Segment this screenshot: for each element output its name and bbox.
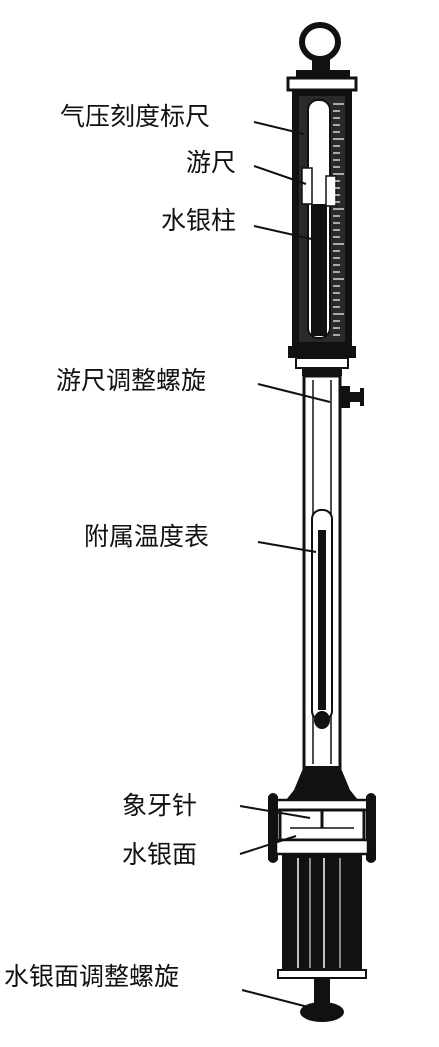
label-vernier: 游尺 [186, 148, 237, 177]
leader-vernier [253, 165, 307, 185]
cistern-top [274, 766, 370, 812]
leader-surface-screw [241, 989, 313, 1009]
label-ivory-needle: 象牙针 [122, 791, 198, 820]
scale-housing [292, 90, 352, 348]
label-mercury-column: 水银柱 [161, 206, 237, 235]
leader-vernier-screw [257, 383, 331, 403]
label-vernier-screw: 游尺调整螺旋 [56, 366, 207, 395]
label-surface-screw: 水银面调整螺旋 [4, 962, 180, 991]
thermometer [311, 509, 333, 729]
top-ring [286, 22, 358, 92]
leader-thermometer [257, 541, 317, 553]
cistern-body [274, 838, 370, 979]
leader-scale [253, 121, 305, 135]
scale-ticks [333, 103, 344, 336]
leader-mercury-column [253, 225, 317, 241]
label-thermometer: 附属温度表 [84, 522, 210, 551]
leader-ivory-needle [239, 805, 311, 819]
leader-lines [239, 121, 331, 1009]
leader-mercury-surface [239, 835, 297, 855]
mercury-surface-screw [300, 978, 344, 1022]
upper-collar [288, 346, 356, 376]
label-scale: 气压刻度标尺 [60, 102, 211, 131]
label-mercury-surface: 水银面 [122, 840, 198, 869]
